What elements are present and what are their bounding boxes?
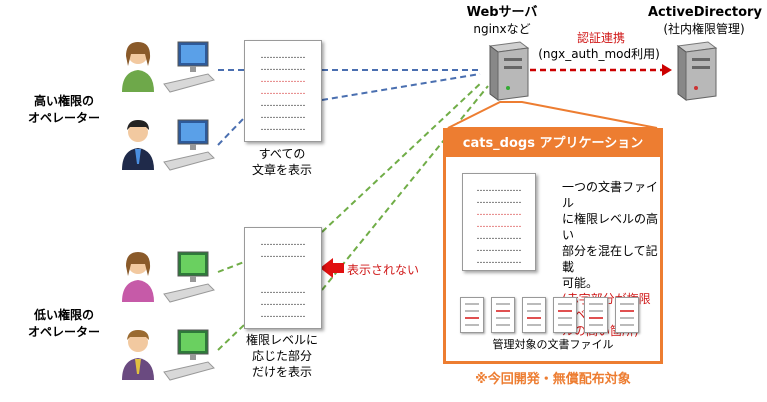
woman-user-computer-icon [122,41,215,93]
desc-line: に権限レベルの高い [562,212,659,242]
high-privilege-group-label: 高い権限の オペレーター [16,93,112,127]
footer-note: ※今回開発・無償配布対象 [475,372,631,387]
green-line-doc-to-server-1 [321,81,483,233]
partial-document-caption: 権限レベルに 応じた部分 だけを表示 [234,332,330,380]
not-shown-arrow-icon [320,258,344,278]
callout-wedge [447,101,658,129]
app-box: cats_dogs アプリケーション …………… …………… …………… ………… [443,128,663,364]
caption-line: 権限レベルに [245,333,318,347]
auth-link-arrowhead [662,64,672,76]
active-directory-sub: (社内権限管理) [663,22,745,36]
low-group-label-line: 低い権限の [33,308,94,322]
blue-line-doc-to-server-2 [321,73,481,101]
man-user-computer-icon [122,329,215,381]
managed-file-icon [584,297,608,333]
managed-file-icon [553,297,577,333]
desc-line: 部分を混在して記載 [562,244,658,274]
low-privilege-group-label: 低い権限の オペレーター [16,307,112,341]
caption-line: 文章を表示 [251,163,312,177]
blue-line-user2-to-doc [217,117,245,146]
woman-user-computer-icon [122,251,215,303]
high-group-label-line: オペレーター [27,111,100,125]
caption-line: だけを表示 [251,365,312,379]
green-line-user3-to-doc [217,261,245,273]
managed-file-icon [522,297,546,333]
auth-link-label: 認証連携 [576,31,625,45]
mixed-document-icon: …………… …………… …………… …………… …………… …………… …………… [462,173,536,271]
web-server-icon [488,41,530,101]
partial-document-icon: …………… …………… …………… …………… …………… [244,227,322,329]
managed-file-icon [460,297,484,333]
active-directory-name: ActiveDirectory [648,5,762,20]
web-server-sub: nginxなど [473,22,531,36]
active-directory-server-icon [676,41,718,101]
high-group-label-line: 高い権限の [33,94,94,108]
full-document-icon: …………… …………… …………… …………… …………… …………… …………… [244,40,322,142]
web-server-name: Webサーバ [466,5,538,20]
managed-files-caption: 管理対象の文書ファイル [492,338,614,351]
green-line-user4-to-doc [217,324,245,351]
desc-line: 可能。 [562,276,599,290]
green-line-doc-to-server-2 [321,85,489,291]
not-shown-label: 表示されない [347,263,420,277]
desc-line: 一つの文書ファイル [562,180,659,210]
auth-link-sub: (ngx_auth_mod利用) [538,47,660,61]
managed-file-icon [491,297,515,333]
low-group-label-line: オペレーター [27,325,100,339]
app-box-title: cats_dogs アプリケーション [446,131,660,157]
managed-file-icon [615,297,639,333]
man-user-computer-icon [122,119,215,171]
caption-line: 応じた部分 [251,349,312,363]
caption-line: すべての [258,147,306,161]
full-document-caption: すべての 文章を表示 [240,146,324,178]
